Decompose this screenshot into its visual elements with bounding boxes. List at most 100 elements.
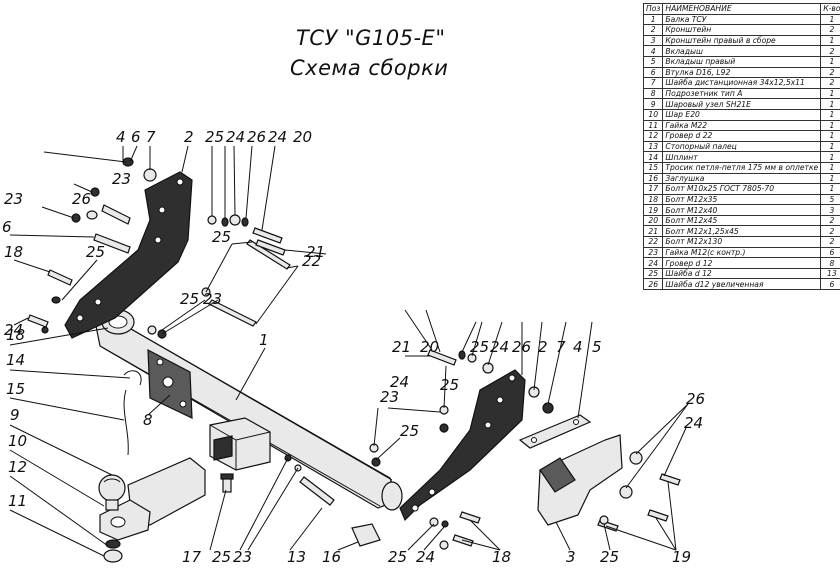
callout-7: 7 <box>556 338 566 356</box>
cell-pos: 1 <box>642 13 664 26</box>
cell-qty: 3 <box>820 204 840 216</box>
cell-name: Кронштейн <box>662 24 822 36</box>
callout-21: 21 <box>306 243 325 261</box>
cell-name: Шаровый узел SH21E <box>662 98 822 110</box>
cell-pos: 19 <box>642 204 664 216</box>
cell-name: Шайба d 12 <box>662 267 822 280</box>
callout-19: 19 <box>672 548 691 566</box>
cell-pos: 20 <box>642 214 664 227</box>
callout-25: 25 <box>600 548 619 566</box>
callout-6: 6 <box>131 128 141 146</box>
header-qty: К-во <box>820 3 840 15</box>
cell-pos: 15 <box>642 161 664 174</box>
cell-qty: 2 <box>820 214 840 227</box>
cell-pos: 7 <box>642 77 664 89</box>
callout-8: 8 <box>143 411 153 429</box>
callout-5: 5 <box>592 338 602 356</box>
cell-name: Подрозетник тип А <box>662 87 822 100</box>
cell-name: Стопорный палец <box>662 140 822 153</box>
callout-23: 23 <box>380 388 399 406</box>
callout-4: 4 <box>116 128 126 146</box>
cell-pos: 25 <box>642 267 664 280</box>
cell-qty: 1 <box>820 151 840 163</box>
cell-name: Тросик петля-петля 175 мм в оплетке <box>662 161 822 174</box>
callout-23: 23 <box>112 170 131 188</box>
cell-qty: 1 <box>820 87 840 100</box>
callout-23: 23 <box>4 190 23 208</box>
plug-part-16 <box>351 523 381 547</box>
callout-25: 25 <box>212 228 231 246</box>
callout-6: 6 <box>2 218 12 236</box>
cell-qty: 1 <box>820 108 840 121</box>
callout-24: 24 <box>4 321 23 339</box>
cell-name: Шар E20 <box>662 108 822 121</box>
callout-26: 26 <box>72 190 91 208</box>
cell-qty: 1 <box>820 140 840 153</box>
callout-24: 24 <box>390 373 409 391</box>
callout-11: 11 <box>8 492 27 510</box>
cell-qty: 1 <box>820 172 840 185</box>
cell-qty: 1 <box>820 55 840 68</box>
callout-24: 24 <box>490 338 509 356</box>
cell-name: Болт М10х25 ГОСТ 7805-70 <box>662 183 822 195</box>
callout-labels: 4 6 7 2 25 24 26 24 20 23 26 23 6 21 25 … <box>2 128 705 566</box>
cell-pos: 17 <box>642 183 664 195</box>
cell-qty: 5 <box>820 193 840 206</box>
socket-plate-part-8 <box>147 348 193 419</box>
callout-15: 15 <box>6 380 25 398</box>
cable-part-15 <box>123 370 142 456</box>
cell-pos: 2 <box>642 24 664 36</box>
cell-name: Вкладыш <box>662 45 822 57</box>
callout-25: 25 <box>470 338 489 356</box>
table-header-row: Поз НАИМЕНОВАНИЕ К-во <box>642 3 840 15</box>
callout-13: 13 <box>287 548 306 566</box>
callout-25: 25 <box>86 243 105 261</box>
cell-name: Балка ТСУ <box>662 13 822 26</box>
cell-pos: 10 <box>642 108 664 121</box>
left-bracket-part-2 <box>64 171 193 339</box>
cell-name: Вкладыш правый <box>662 55 822 68</box>
cell-pos: 24 <box>642 257 664 269</box>
callout-18: 18 <box>492 548 511 566</box>
callout-7: 7 <box>146 128 156 146</box>
callout-25: 25 <box>440 376 459 394</box>
cell-name: Болт М12х35 <box>662 193 822 206</box>
washers-and-nuts <box>41 157 643 550</box>
callout-25: 25 <box>212 548 231 566</box>
callout-23: 23 <box>203 290 222 308</box>
callout-4: 4 <box>573 338 583 356</box>
cell-name: Болт М12х1,25х45 <box>662 225 822 238</box>
cell-pos: 16 <box>642 172 664 185</box>
lock-pin-part-13 <box>299 476 335 506</box>
cell-name: Кронштейн правый в сборе <box>662 34 822 47</box>
cell-name: Гайка М12(с контр.) <box>662 246 822 259</box>
cell-pos: 5 <box>642 55 664 68</box>
insert-part-5 <box>518 414 592 449</box>
cell-pos: 18 <box>642 193 664 206</box>
bolt-part-17 <box>220 473 234 493</box>
cell-qty: 1 <box>820 13 840 26</box>
cell-pos: 14 <box>642 151 664 163</box>
callout-25: 25 <box>388 548 407 566</box>
callout-25: 25 <box>180 290 199 308</box>
cell-name: Шайба дистанционная 34х12,5х11 <box>662 77 822 89</box>
callout-10: 10 <box>8 432 27 450</box>
callout-20: 20 <box>420 338 439 356</box>
right-bracket-part-3 <box>537 434 623 526</box>
callout-18: 18 <box>4 243 23 261</box>
cell-qty: 6 <box>820 278 840 291</box>
callout-22: 22 <box>302 252 321 270</box>
